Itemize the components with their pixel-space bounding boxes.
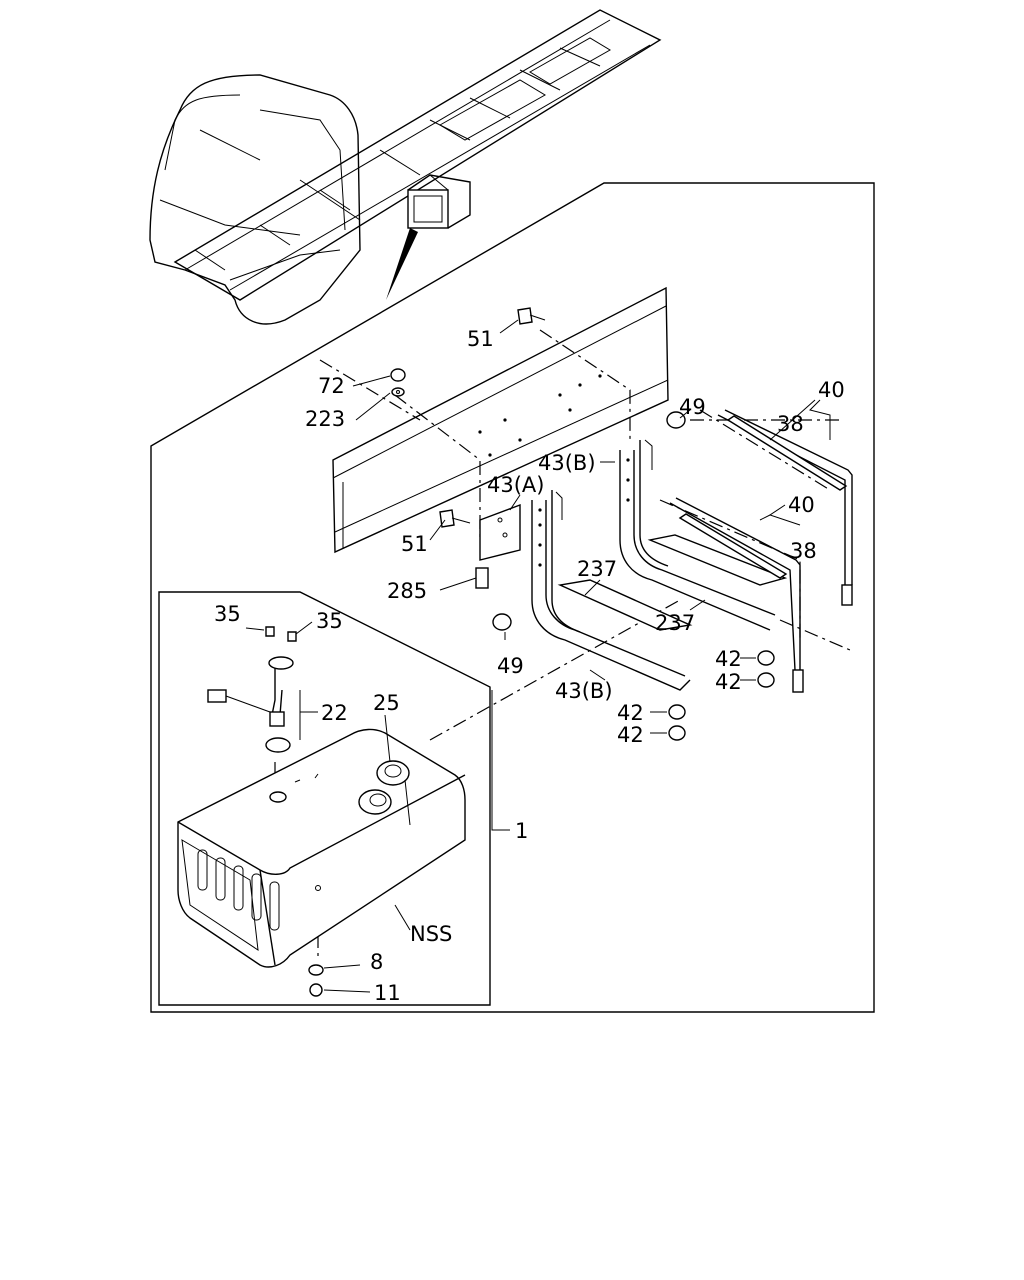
label-42-d: 42 (617, 723, 644, 747)
label-38-top: 38 (777, 412, 804, 436)
label-40-top: 40 (818, 378, 845, 402)
label-51-top: 51 (467, 327, 494, 351)
label-237-b: 237 (655, 611, 695, 635)
label-nss: NSS (410, 922, 452, 946)
bracket-43a (479, 503, 521, 561)
label-11: 11 (374, 981, 401, 1005)
label-22: 22 (321, 701, 348, 725)
label-8: 8 (370, 950, 383, 974)
washer-223 (391, 387, 405, 397)
label-49-top: 49 (679, 395, 706, 419)
label-42-a: 42 (715, 647, 742, 671)
nut-49-top (666, 411, 686, 429)
label-40-mid: 40 (788, 493, 815, 517)
fuel-cap-25 (376, 760, 411, 826)
bolt-285 (475, 567, 489, 589)
label-35-a: 35 (214, 602, 241, 626)
label-43b-top: 43(B) (538, 451, 596, 475)
label-285: 285 (387, 579, 427, 603)
plug-11 (309, 983, 323, 997)
nuts-42 (668, 650, 775, 741)
bolt-51-top (517, 307, 546, 325)
label-35-b: 35 (316, 609, 343, 633)
label-49-bottom: 49 (497, 654, 524, 678)
bracket-43b-rear (619, 439, 776, 631)
label-223: 223 (305, 407, 345, 431)
main-detail-frame (150, 182, 875, 1013)
label-25: 25 (373, 691, 400, 715)
nut-49-bottom (492, 613, 512, 631)
callout-labels: 51 72 223 49 40 38 43(B) 43(A) 40 38 51 … (214, 327, 845, 1005)
nut-72 (390, 368, 406, 382)
label-42-b: 42 (715, 670, 742, 694)
label-43b-bottom: 43(B) (555, 679, 613, 703)
bolt-51-left (439, 509, 471, 528)
label-237-a: 237 (577, 557, 617, 581)
label-42-c: 42 (617, 701, 644, 725)
frame-rail (332, 286, 669, 554)
label-51-left: 51 (401, 532, 428, 556)
bracket-43b-front (531, 490, 691, 691)
sender-unit-22 (207, 656, 319, 803)
truck-overview (149, 9, 662, 325)
label-43a: 43(A) (487, 473, 544, 497)
label-72: 72 (318, 374, 345, 398)
label-38-mid: 38 (790, 539, 817, 563)
screws-35 (265, 626, 297, 642)
label-1: 1 (515, 819, 528, 843)
fuel-tank (177, 728, 466, 968)
cradle-plates-237 (557, 534, 788, 631)
washer-8 (308, 964, 324, 976)
leader-lines (245, 319, 831, 993)
tank-detail-frame (158, 591, 491, 1006)
tank-straps-40 (669, 409, 853, 693)
